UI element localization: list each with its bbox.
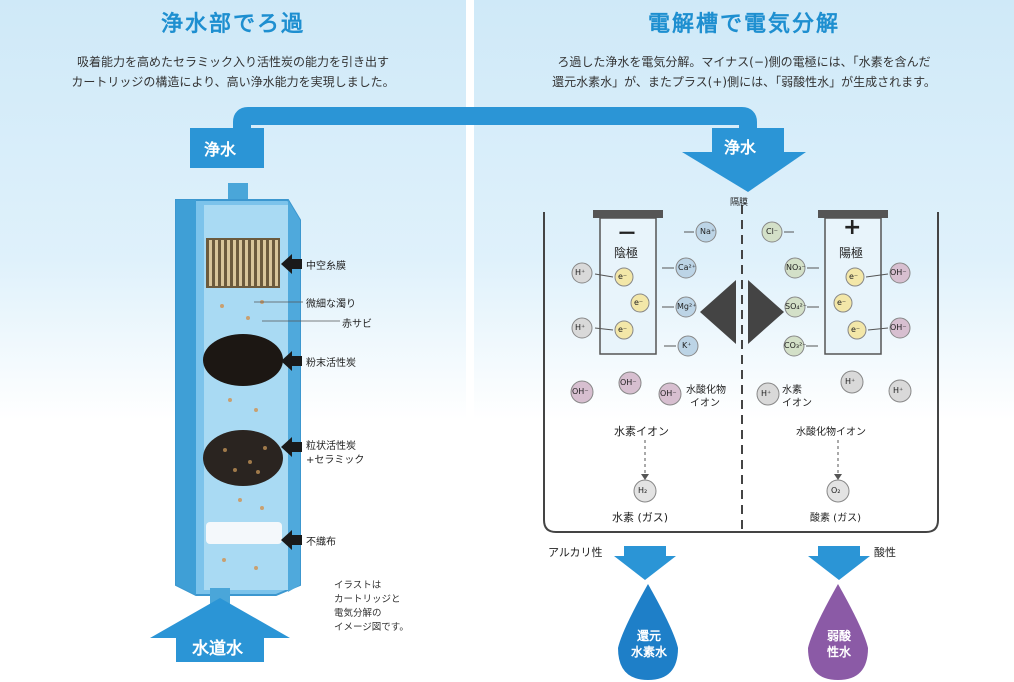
fine-turbidity-label: 微細な濁り xyxy=(306,299,356,310)
center-right-arrow xyxy=(748,280,784,344)
ion-oh-4: OH⁻ xyxy=(620,378,637,387)
label-pointers xyxy=(281,254,302,550)
cathode-label: 陰極 xyxy=(614,246,639,260)
ion-oh-3: OH⁻ xyxy=(572,387,589,396)
ion-mg: Mg²⁺ xyxy=(677,302,697,311)
hydroxide-ion-label-1: 水酸化物 xyxy=(686,385,726,396)
electron-5: e⁻ xyxy=(837,298,847,307)
hydrogen-ion-label-1: 水素 xyxy=(782,385,802,396)
acidic-label: 酸性 xyxy=(874,546,896,559)
ion-oh-2: OH⁻ xyxy=(890,323,907,332)
drop-purple-label: 弱酸 性水 xyxy=(826,629,851,659)
cathode-ions xyxy=(571,221,717,357)
electron-4: e⁻ xyxy=(849,272,859,281)
membrane-label: 隔膜 xyxy=(730,198,749,208)
powder-carbon-label: 粉末活性炭 xyxy=(306,358,356,369)
filtration-description: 吸着能力を高めたセラミック入り活性炭の能力を引き出す カートリッジの構造により、… xyxy=(71,55,395,89)
anode-ions xyxy=(761,221,911,357)
drop-reduced-hydrogen-water xyxy=(618,584,678,680)
ion-oh-1: OH⁻ xyxy=(890,268,907,277)
anode-label: 陽極 xyxy=(839,246,864,260)
anode-sign: + xyxy=(843,215,862,240)
rust-label: 赤サビ xyxy=(342,319,372,330)
ion-so4: SO₄²⁻ xyxy=(785,302,808,311)
ion-h-1: H⁺ xyxy=(575,268,586,277)
electron-2: e⁻ xyxy=(634,298,644,307)
hollow-fiber-label: 中空糸膜 xyxy=(306,261,346,272)
granular-carbon-label: 粒状活性炭 xyxy=(306,441,356,452)
ion-o2: O₂ xyxy=(831,486,841,495)
acidic-arrow xyxy=(808,546,870,580)
ion-co3: CO₃²⁻ xyxy=(784,341,807,350)
alkaline-arrow xyxy=(614,546,676,580)
ion-h-2: H⁺ xyxy=(575,323,586,332)
cartridge xyxy=(175,183,301,610)
tap-water-arrow xyxy=(150,598,290,662)
ceramic-label: +セラミック xyxy=(306,455,365,466)
oxygen-gas-label: 酸素 (ガス) xyxy=(810,513,861,524)
drop-blue-label: 還元 水素水 xyxy=(630,629,667,659)
ion-k: K⁺ xyxy=(682,341,692,350)
electron-3: e⁻ xyxy=(618,325,628,334)
hydrogen-gas-label: 水素 (ガス) xyxy=(612,511,669,524)
left-top-arrow xyxy=(190,128,264,168)
alkaline-label: アルカリ性 xyxy=(548,546,603,559)
illustration-note: イラストは カートリッジと 電気分解の イメージ図です。 xyxy=(334,580,409,633)
electrolysis-description: ろ過した浄水を電気分解。マイナス(−)側の電極には、「水素を含んだ 還元水素水」… xyxy=(552,55,936,89)
ion-h-5: H⁺ xyxy=(893,386,904,395)
filtration-title: 浄水部でろ過 xyxy=(160,12,305,37)
ion-h-4: H⁺ xyxy=(845,377,856,386)
drop-weak-acid-water xyxy=(808,584,868,680)
ion-cl: Cl⁻ xyxy=(766,227,779,236)
right-down-arrow xyxy=(682,152,806,192)
electrolysis-tank xyxy=(543,212,939,533)
ion-oh-5: OH⁻ xyxy=(660,389,677,398)
ion-na: Na⁺ xyxy=(700,227,716,236)
center-left-arrow xyxy=(700,280,736,344)
nonwoven-label: 不織布 xyxy=(306,537,336,548)
hydrogen-ion-section: 水素イオン xyxy=(614,425,669,438)
cathode-sign: ー xyxy=(618,224,636,245)
ion-h-3: H⁺ xyxy=(761,389,772,398)
left-purified-water-label: 浄水 xyxy=(204,140,237,159)
tap-water-label: 水道水 xyxy=(192,639,243,659)
hydroxide-ion-section: 水酸化物イオン xyxy=(796,427,866,438)
electrolysis-title: 電解槽で電気分解 xyxy=(647,12,840,37)
electron-1: e⁻ xyxy=(618,272,628,281)
ion-ca: Ca²⁺ xyxy=(678,263,696,272)
hydrogen-ion-label-2: イオン xyxy=(782,398,812,409)
electron-6: e⁻ xyxy=(851,325,861,334)
pipe-connector xyxy=(233,107,757,152)
hydroxide-ion-label-2: イオン xyxy=(690,398,720,409)
ion-h2: H₂ xyxy=(638,486,648,495)
ion-no3: NO₃⁻ xyxy=(786,263,806,272)
right-purified-water-label: 浄水 xyxy=(724,138,757,157)
